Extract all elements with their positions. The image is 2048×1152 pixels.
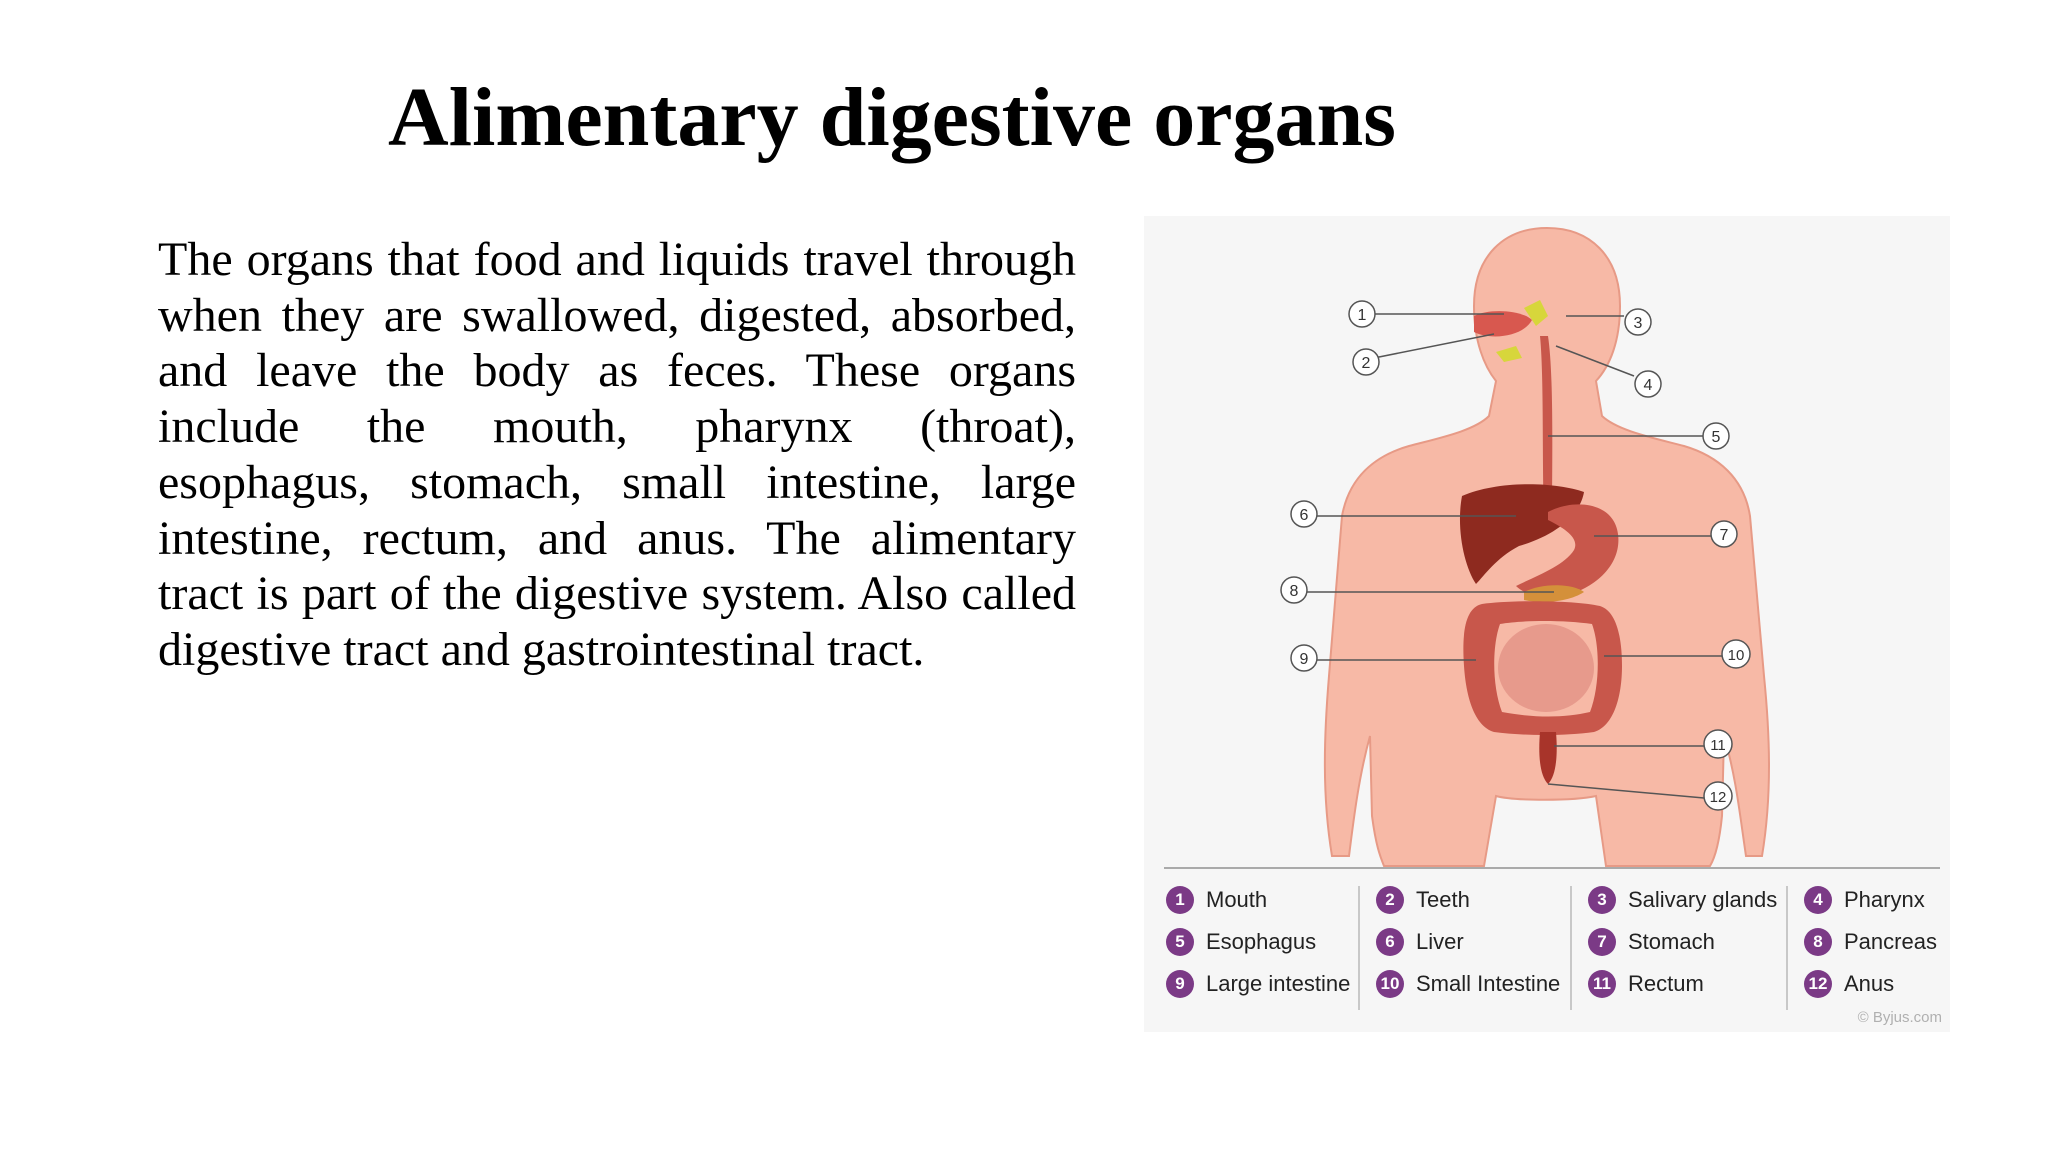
legend-item-large-intestine: 9 Large intestine (1166, 964, 1350, 1004)
legend-separator (1786, 886, 1788, 1010)
callout-label-8: 8 (1290, 583, 1299, 600)
callout-label-3: 3 (1634, 315, 1643, 332)
legend-label: Small Intestine (1416, 971, 1561, 996)
legend-item-stomach: 7 Stomach (1588, 922, 1715, 962)
image-credit: © Byjus.com (1857, 1009, 1942, 1026)
legend-badge: 12 (1804, 970, 1832, 998)
legend-label: Large intestine (1206, 971, 1351, 996)
digestive-system-illustration: 1 2 3 4 5 6 7 8 9 10 11 12 (1164, 226, 1940, 869)
legend-item-rectum: 11 Rectum (1588, 964, 1704, 1004)
callout-4: 4 (1634, 370, 1662, 398)
legend-label: Mouth (1206, 887, 1268, 912)
legend-label: Liver (1416, 929, 1464, 954)
callout-2: 2 (1352, 348, 1380, 376)
legend-badge: 9 (1166, 970, 1194, 998)
salivary-gland-lower-shape (1496, 346, 1522, 362)
legend-label: Esophagus (1206, 929, 1317, 954)
slide-title: Alimentary digestive organs (388, 71, 1396, 164)
small-intestine-shape (1498, 624, 1594, 712)
legend-item-salivary-glands: 3 Salivary glands (1588, 880, 1777, 920)
legend-label: Pharynx (1844, 887, 1925, 912)
legend-badge: 8 (1804, 928, 1832, 956)
legend-label: Salivary glands (1628, 887, 1778, 912)
callout-12: 12 (1703, 781, 1733, 811)
legend-item-teeth: 2 Teeth (1376, 880, 1470, 920)
callout-7: 7 (1710, 520, 1738, 548)
rectum-shape (1539, 732, 1557, 784)
legend-item-pancreas: 8 Pancreas (1804, 922, 1937, 962)
legend-item-liver: 6 Liver (1376, 922, 1464, 962)
legend-item-small-intestine: 10 Small Intestine (1376, 964, 1560, 1004)
callout-1: 1 (1348, 300, 1376, 328)
callout-8: 8 (1280, 576, 1308, 604)
callout-10: 10 (1721, 639, 1751, 669)
legend-label: Anus (1844, 971, 1895, 996)
large-intestine-shape (1463, 601, 1622, 735)
callout-label-4: 4 (1644, 377, 1653, 394)
legend-row-1: 1 Mouth 2 Teeth 3 Salivary glands 4 Pharynx (1144, 880, 1950, 920)
legend-badge: 10 (1376, 970, 1404, 998)
callout-label-11: 11 (1710, 737, 1726, 754)
callout-label-9: 9 (1300, 651, 1309, 668)
leader-line-12 (1547, 783, 1705, 799)
legend-badge: 11 (1588, 970, 1616, 998)
callout-label-10: 10 (1728, 647, 1745, 664)
legend-label: Stomach (1628, 929, 1715, 954)
esophagus-shape (1540, 336, 1553, 516)
leader-line-4 (1555, 345, 1635, 377)
callout-5: 5 (1702, 422, 1730, 450)
callout-6: 6 (1290, 500, 1318, 528)
legend-badge: 5 (1166, 928, 1194, 956)
legend-item-pharynx: 4 Pharynx (1804, 880, 1925, 920)
callout-9: 9 (1290, 644, 1318, 672)
callout-label-6: 6 (1300, 507, 1309, 524)
pancreas-shape (1524, 585, 1584, 602)
callout-label-12: 12 (1710, 789, 1727, 806)
body-silhouette (1323, 226, 1770, 867)
legend-item-esophagus: 5 Esophagus (1166, 922, 1316, 962)
callout-label-5: 5 (1712, 429, 1721, 446)
legend-label: Teeth (1416, 887, 1470, 912)
legend-badge: 2 (1376, 886, 1404, 914)
legend-badge: 6 (1376, 928, 1404, 956)
legend-badge: 7 (1588, 928, 1616, 956)
stomach-shape (1516, 504, 1619, 598)
legend-row-2: 5 Esophagus 6 Liver 7 Stomach 8 Pancreas (1144, 922, 1950, 962)
legend-item-mouth: 1 Mouth (1166, 880, 1267, 920)
callout-label-1: 1 (1358, 307, 1367, 324)
slide-paragraph: The organs that food and liquids travel … (158, 233, 1076, 676)
callout-11: 11 (1703, 729, 1733, 759)
legend-separator (1358, 886, 1360, 1010)
salivary-gland-shape (1524, 300, 1548, 326)
callout-3: 3 (1624, 308, 1652, 336)
callout-label-2: 2 (1362, 355, 1371, 372)
legend-row-3: 9 Large intestine 10 Small Intestine 11 Rec… (1144, 964, 1950, 1004)
callout-label-7: 7 (1720, 527, 1729, 544)
legend-separator (1570, 886, 1572, 1010)
legend-badge: 4 (1804, 886, 1832, 914)
legend-badge: 1 (1166, 886, 1194, 914)
legend-badge: 3 (1588, 886, 1616, 914)
callout-lines (1306, 313, 1722, 799)
legend-label: Rectum (1628, 971, 1704, 996)
legend-label: Pancreas (1844, 929, 1937, 954)
leader-line-2 (1373, 333, 1495, 359)
liver-shape (1459, 484, 1584, 584)
mouth-shape (1474, 311, 1532, 337)
legend-item-anus: 12 Anus (1804, 964, 1894, 1004)
